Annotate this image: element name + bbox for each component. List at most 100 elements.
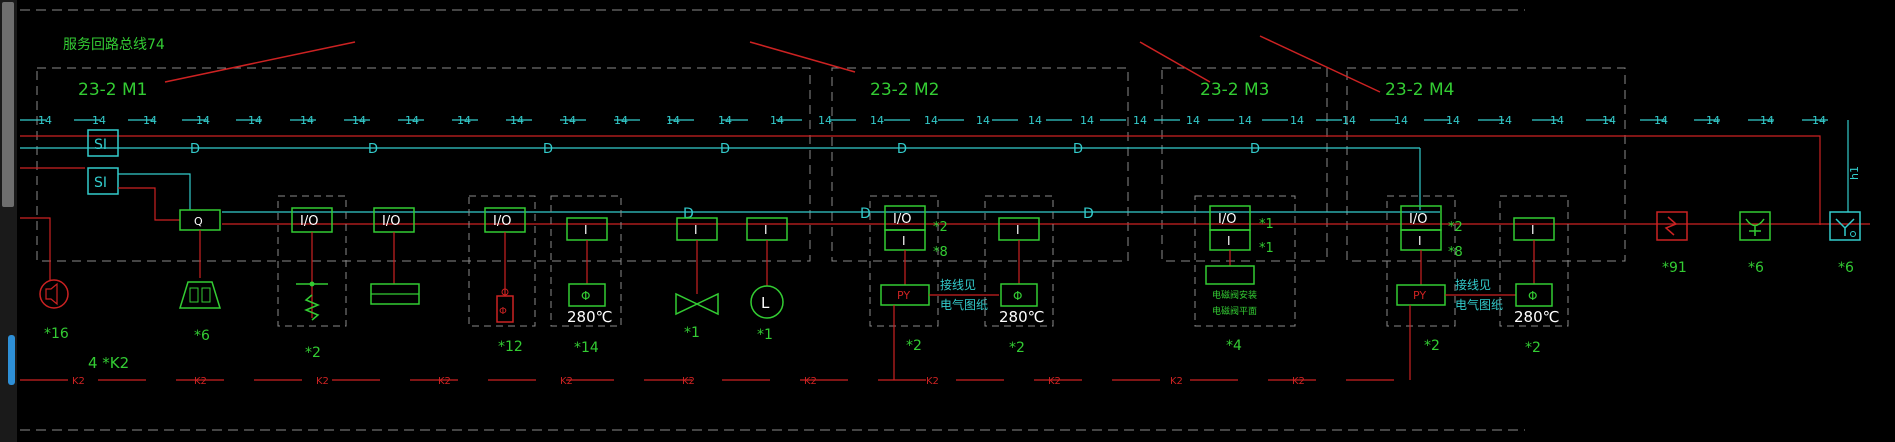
tag-m2-2c: *2 bbox=[1009, 340, 1025, 356]
terminal-box bbox=[1829, 211, 1861, 241]
device-box-m2-io bbox=[869, 195, 939, 327]
i-box-m4: I bbox=[1400, 229, 1442, 251]
trap-sensor-icon bbox=[178, 281, 222, 309]
tag-m4-2c: *2 bbox=[1525, 340, 1541, 356]
main-run-d-codes: D D D bbox=[683, 206, 1094, 222]
svg-text:K2: K2 bbox=[72, 376, 85, 387]
speaker-feed bbox=[20, 217, 51, 280]
device-box-m4-io bbox=[1386, 195, 1456, 327]
tag-m4-2b: *2 bbox=[1424, 338, 1440, 354]
bus-14-codes: 14 14 14 14 14 14 14 14 14 14 14 14 14 1… bbox=[38, 114, 1826, 127]
svg-text:L: L bbox=[761, 294, 770, 312]
phi-box-1: Φ bbox=[568, 283, 606, 307]
svg-text:D: D bbox=[543, 142, 553, 157]
tag-m3-4: *4 bbox=[1226, 338, 1242, 354]
tag-m2-2b: *2 bbox=[906, 338, 922, 354]
svg-text:14: 14 bbox=[405, 114, 419, 127]
svg-text:Q: Q bbox=[194, 215, 203, 228]
note-m3-line1: 电磁阀安装 bbox=[1212, 289, 1257, 301]
alarm-box bbox=[1656, 211, 1688, 241]
red-top-feed bbox=[20, 135, 1821, 225]
zone-label-m1: 23-2 M1 bbox=[78, 80, 147, 100]
k2-count-label: 4 *K2 bbox=[88, 354, 129, 372]
note-m3-line2: 电磁阀平面 bbox=[1212, 305, 1257, 317]
temp-label-m2: 280℃ bbox=[999, 308, 1044, 326]
svg-text:14: 14 bbox=[1654, 114, 1668, 127]
svg-text:I: I bbox=[1418, 234, 1422, 248]
tag-m3-1b: *1 bbox=[1259, 241, 1274, 256]
tag-m4-8: *8 bbox=[1448, 245, 1463, 260]
svg-text:14: 14 bbox=[1394, 114, 1408, 127]
tag-16: *16 bbox=[44, 326, 69, 342]
svg-text:K2: K2 bbox=[804, 376, 817, 387]
svg-text:Φ: Φ bbox=[581, 289, 590, 303]
svg-text:I: I bbox=[764, 223, 768, 237]
svg-text:I/O: I/O bbox=[493, 214, 511, 229]
antenna-box bbox=[1739, 211, 1771, 241]
bus-k2-codes: K2 K2 K2 K2 K2 K2 K2 K2 K2 K2 K2 bbox=[72, 376, 1305, 387]
panel-icon bbox=[370, 283, 420, 305]
svg-text:K2: K2 bbox=[1048, 376, 1061, 387]
svg-text:14: 14 bbox=[457, 114, 471, 127]
svg-text:14: 14 bbox=[1186, 114, 1200, 127]
py-box-m2: PY bbox=[880, 284, 930, 306]
svg-text:Φ: Φ bbox=[1528, 289, 1537, 303]
svg-text:14: 14 bbox=[1080, 114, 1094, 127]
svg-text:14: 14 bbox=[196, 114, 210, 127]
scrollbar-thumb-active[interactable] bbox=[8, 335, 15, 385]
svg-text:I: I bbox=[1016, 223, 1020, 237]
zone-label-m4: 23-2 M4 bbox=[1385, 80, 1454, 100]
scrollbar-thumb[interactable] bbox=[2, 2, 14, 207]
tag-6a: *6 bbox=[194, 328, 210, 344]
svg-text:14: 14 bbox=[1238, 114, 1252, 127]
svg-text:D: D bbox=[720, 142, 730, 157]
svg-text:Φ: Φ bbox=[1013, 289, 1022, 303]
svg-text:I: I bbox=[694, 223, 698, 237]
note-m2-line1: 接线见 bbox=[940, 277, 976, 292]
i-box-1: I bbox=[566, 217, 608, 241]
tag-m4-2a: *2 bbox=[1448, 220, 1463, 235]
device-box-m3 bbox=[1194, 195, 1296, 327]
svg-text:14: 14 bbox=[1706, 114, 1720, 127]
svg-text:14: 14 bbox=[300, 114, 314, 127]
zone-label-m2: 23-2 M2 bbox=[870, 80, 939, 100]
svg-text:I/O: I/O bbox=[300, 214, 318, 229]
svg-text:14: 14 bbox=[38, 114, 52, 127]
svg-text:14: 14 bbox=[924, 114, 938, 127]
svg-text:K2: K2 bbox=[316, 376, 329, 387]
svg-text:K2: K2 bbox=[1170, 376, 1183, 387]
svg-text:14: 14 bbox=[143, 114, 157, 127]
svg-text:D: D bbox=[860, 206, 871, 222]
device-box-io1 bbox=[277, 195, 347, 327]
svg-text:K2: K2 bbox=[438, 376, 451, 387]
device-box-heater-m2 bbox=[984, 195, 1054, 327]
svg-text:I/O: I/O bbox=[1409, 212, 1427, 227]
svg-text:D: D bbox=[1250, 142, 1260, 157]
i-box-level: I bbox=[746, 217, 788, 241]
speaker-icon bbox=[39, 279, 69, 309]
svg-text:D: D bbox=[368, 142, 378, 157]
drawing-title: 服务回路总线74 bbox=[63, 37, 165, 53]
si-box-2: SI bbox=[87, 167, 119, 195]
bus-d-codes: D D D D D D D bbox=[190, 142, 1260, 157]
tag-m2-2a: *2 bbox=[933, 220, 948, 235]
svg-text:PY: PY bbox=[1413, 289, 1426, 302]
spring-coil-icon bbox=[296, 281, 328, 321]
svg-text:I: I bbox=[902, 234, 906, 248]
q-box: Q bbox=[179, 209, 221, 231]
svg-text:14: 14 bbox=[1028, 114, 1042, 127]
svg-text:D: D bbox=[190, 142, 200, 157]
svg-text:K2: K2 bbox=[926, 376, 939, 387]
tag-2a: *2 bbox=[305, 345, 321, 361]
i-box-m3: I bbox=[1209, 229, 1251, 251]
tag-6c: *6 bbox=[1838, 260, 1854, 276]
svg-text:D: D bbox=[897, 142, 907, 157]
svg-text:14: 14 bbox=[1550, 114, 1564, 127]
tag-14: *14 bbox=[574, 340, 599, 356]
temp-label-m4: 280℃ bbox=[1514, 308, 1559, 326]
fuse-icon: Φ bbox=[496, 288, 514, 323]
svg-text:14: 14 bbox=[770, 114, 784, 127]
svg-text:14: 14 bbox=[818, 114, 832, 127]
vertical-scrollbar[interactable] bbox=[0, 0, 17, 442]
si-to-q-red bbox=[118, 187, 180, 221]
